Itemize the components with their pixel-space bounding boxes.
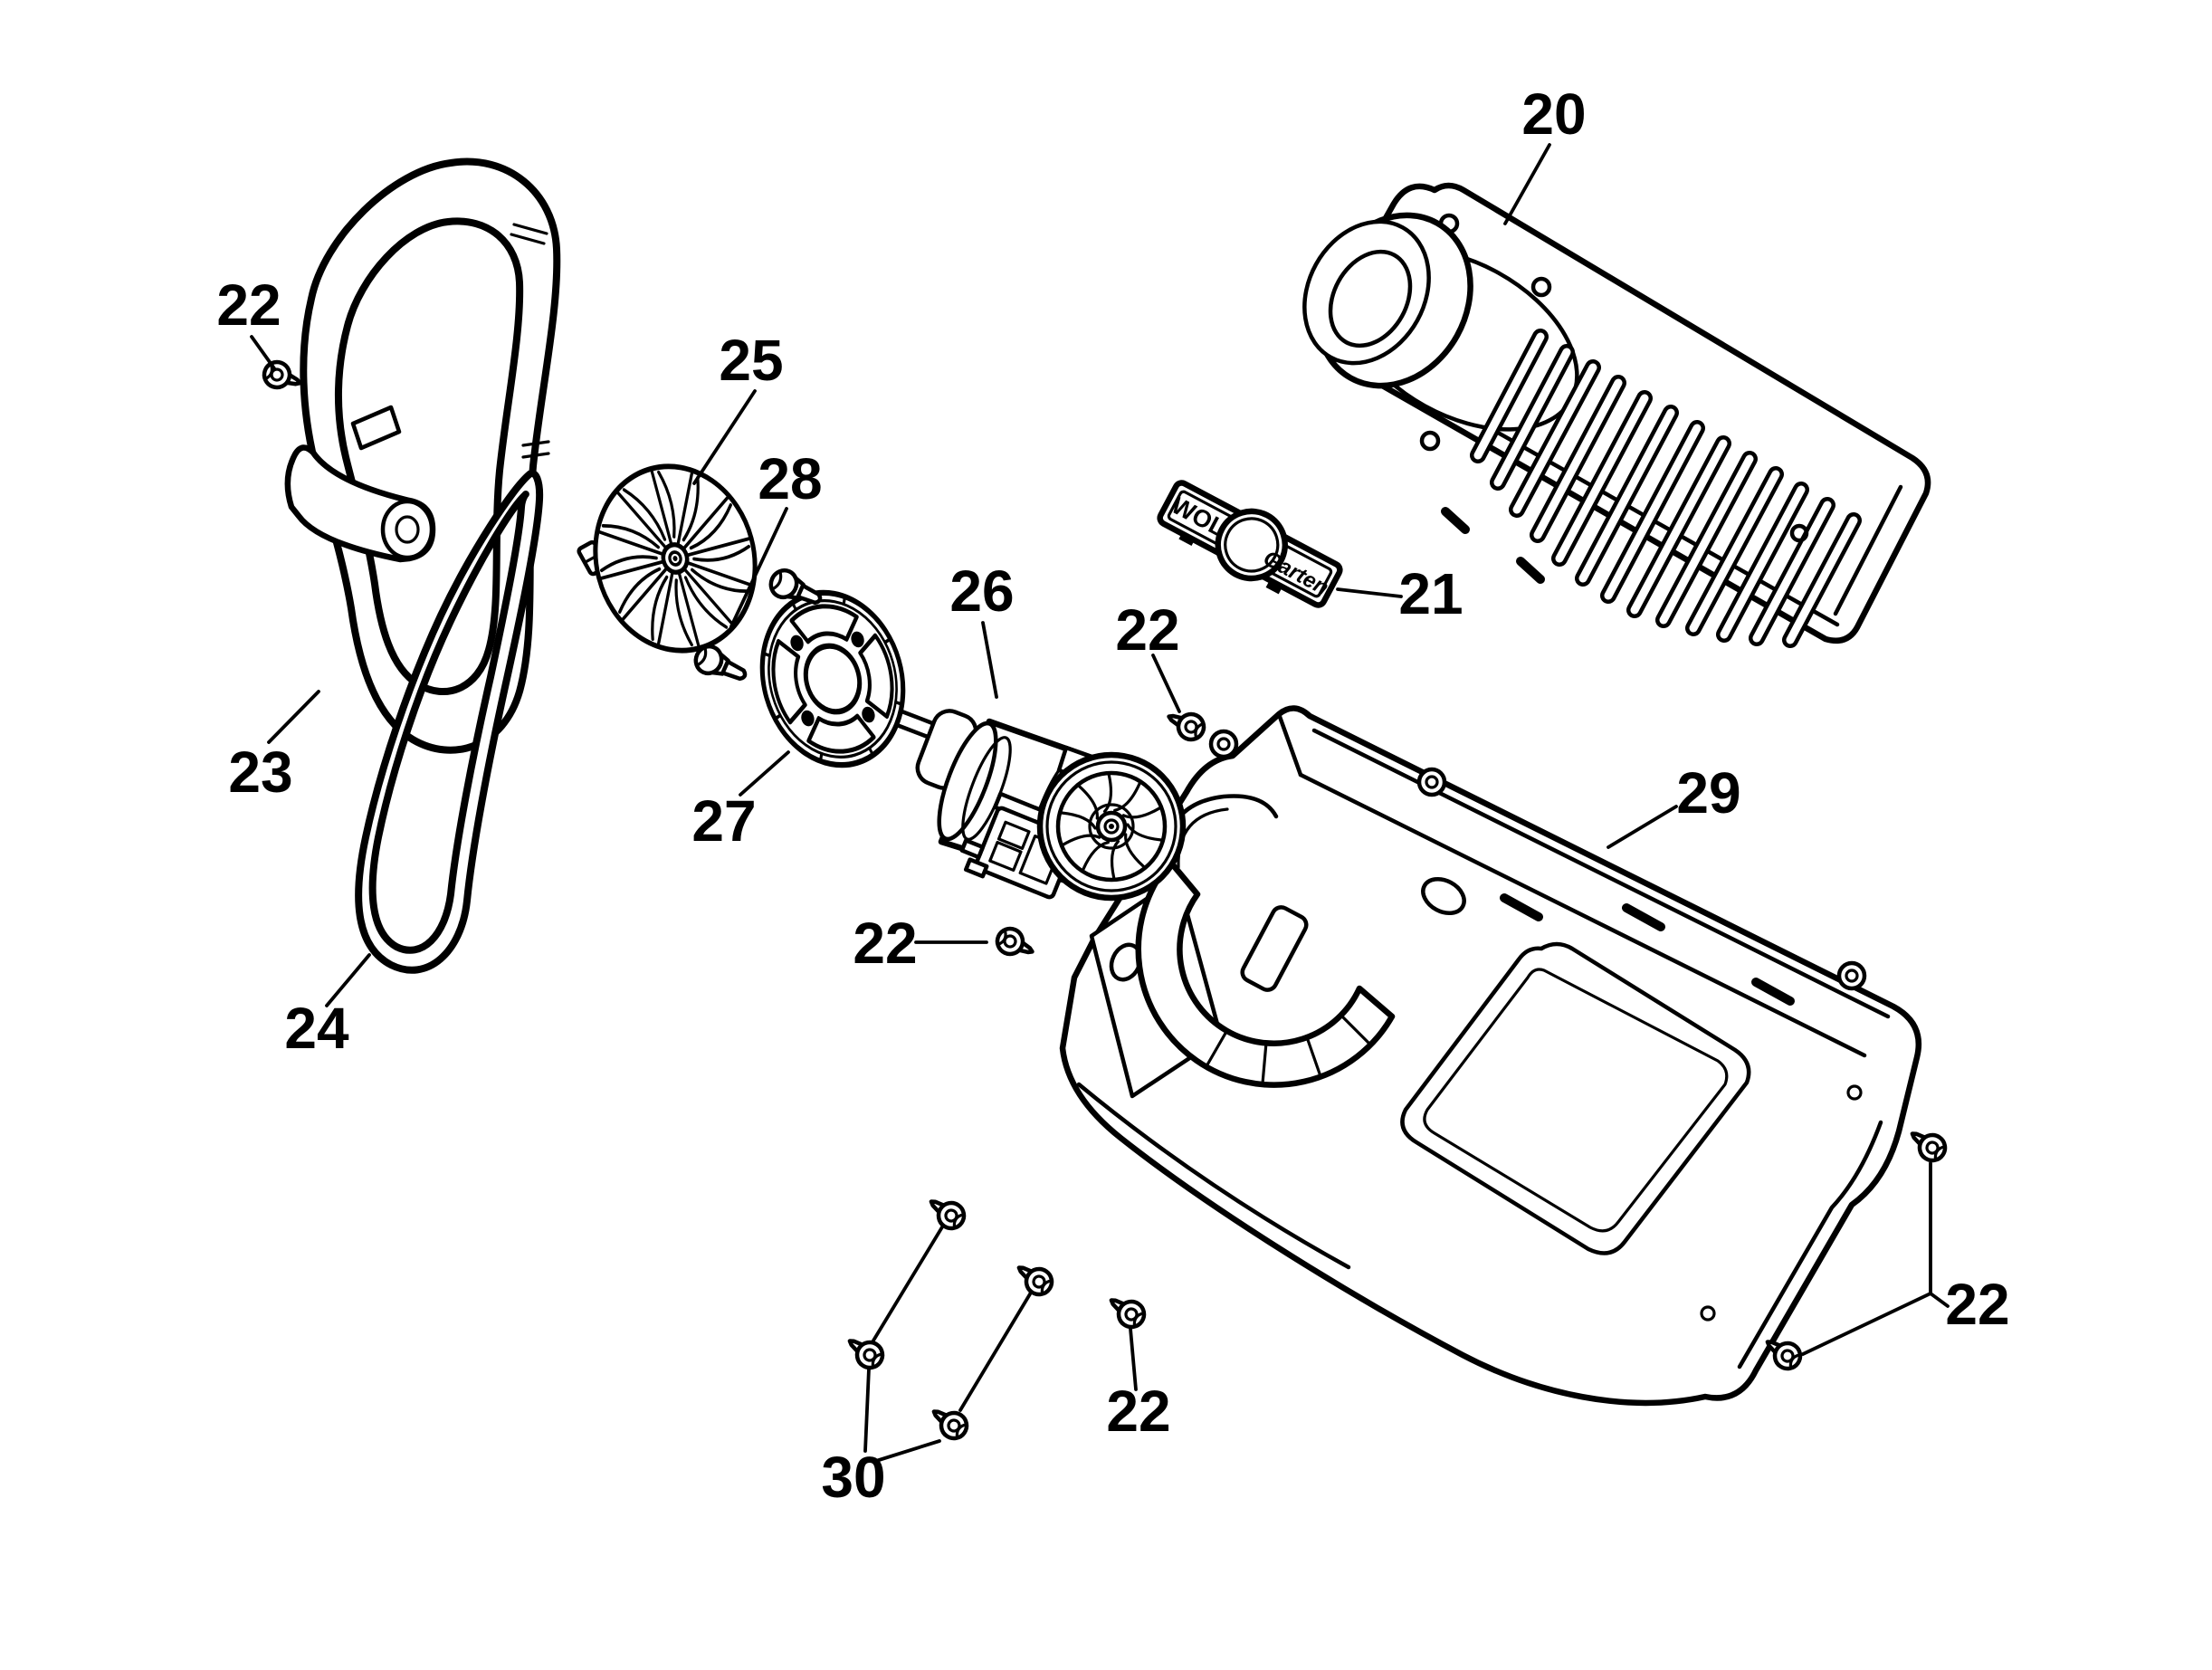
leader-29 bbox=[1607, 805, 1678, 849]
housing-oval-hole bbox=[1421, 876, 1466, 916]
part-30-screw-a bbox=[924, 1191, 969, 1233]
cover-vent-slots bbox=[1470, 329, 1862, 648]
housing-dash bbox=[1751, 978, 1795, 1006]
housing-ridge-line bbox=[1311, 728, 1891, 1019]
leader-20 bbox=[1503, 143, 1551, 225]
leader-24 bbox=[325, 953, 371, 1007]
callout-24: 24 bbox=[284, 996, 349, 1061]
part-21-brand-badge: WOLF Garten bbox=[1157, 480, 1343, 608]
part-20-motor-cover bbox=[1302, 182, 1931, 648]
housing-side-hole bbox=[1846, 1084, 1863, 1101]
leader-26 bbox=[981, 621, 998, 699]
cover-hole bbox=[1419, 430, 1441, 452]
callout-23: 23 bbox=[228, 740, 292, 805]
leader-30 bbox=[863, 1224, 1033, 1463]
callout-20: 20 bbox=[1521, 81, 1586, 147]
cover-dash bbox=[1441, 507, 1470, 534]
callout-22b: 22 bbox=[1115, 597, 1179, 663]
part-22-screw-b bbox=[1164, 705, 1208, 744]
callout-22c: 22 bbox=[853, 911, 917, 976]
part-22-screw-e1 bbox=[1905, 1123, 1950, 1165]
part-22-screw-c bbox=[993, 924, 1037, 963]
cover-dash bbox=[1516, 557, 1545, 584]
leader-27 bbox=[739, 750, 790, 797]
part-30-screw-d bbox=[927, 1401, 972, 1443]
callout-22d: 22 bbox=[1106, 1379, 1170, 1444]
housing-post-loop bbox=[1208, 729, 1867, 991]
callout-22a: 22 bbox=[216, 272, 281, 338]
part-25-fan-wheel bbox=[577, 463, 758, 654]
housing-corner-line bbox=[1276, 711, 1303, 778]
callout-27: 27 bbox=[691, 788, 756, 854]
callout-25: 25 bbox=[719, 328, 783, 393]
leader-22d bbox=[1129, 1327, 1138, 1391]
callout-26: 26 bbox=[949, 558, 1014, 624]
leader-23 bbox=[267, 690, 320, 744]
cover-flange-line bbox=[1833, 484, 1903, 616]
housing-right-skirt bbox=[1737, 1120, 1883, 1369]
belt-nick bbox=[510, 223, 548, 245]
motor-face bbox=[937, 720, 998, 842]
leader-22a bbox=[250, 335, 276, 370]
housing-tray bbox=[1400, 941, 1751, 1255]
housing-side-hole bbox=[1700, 1305, 1716, 1322]
part-26-motor bbox=[887, 708, 1187, 902]
housing-dash bbox=[1622, 903, 1665, 931]
motor-rear-fan bbox=[1036, 751, 1187, 902]
part-28-screw-b bbox=[691, 643, 750, 689]
leader-lines bbox=[250, 143, 1950, 1463]
callout-30: 30 bbox=[821, 1445, 885, 1510]
part-24-v-belt bbox=[355, 470, 544, 974]
cover-barrel bbox=[1302, 212, 1473, 389]
housing-skirt-line bbox=[1076, 1082, 1351, 1270]
part-29-housing bbox=[1059, 705, 1922, 1407]
housing-motor-cradle bbox=[1135, 794, 1396, 1088]
callout-28: 28 bbox=[758, 446, 822, 511]
housing-dash bbox=[1500, 893, 1543, 921]
callout-22e: 22 bbox=[1945, 1272, 2009, 1337]
callout-21: 21 bbox=[1398, 561, 1463, 626]
cover-hole bbox=[1530, 276, 1552, 298]
callout-labels: 20 21 22 22 22 22 22 23 24 25 26 27 28 2… bbox=[216, 81, 2009, 1510]
leader-22e bbox=[1801, 1161, 1950, 1356]
leader-22b bbox=[1151, 654, 1181, 713]
part-27-guard-disc bbox=[759, 589, 906, 768]
part-30-screw-c bbox=[843, 1331, 888, 1372]
belt-roller bbox=[284, 405, 436, 563]
part-30-screw-b bbox=[1012, 1257, 1057, 1299]
housing-deck-line bbox=[1298, 772, 1867, 1058]
leader-25 bbox=[692, 389, 757, 485]
part-22-screw-a bbox=[261, 358, 304, 395]
cover-hole bbox=[1789, 523, 1809, 543]
part-23-flat-belt bbox=[284, 157, 561, 754]
belt-nick bbox=[521, 440, 550, 459]
part-22-screw-d bbox=[1104, 1290, 1149, 1331]
callout-29: 29 bbox=[1676, 760, 1740, 825]
leader-28 bbox=[729, 507, 788, 628]
leader-21 bbox=[1336, 587, 1403, 598]
